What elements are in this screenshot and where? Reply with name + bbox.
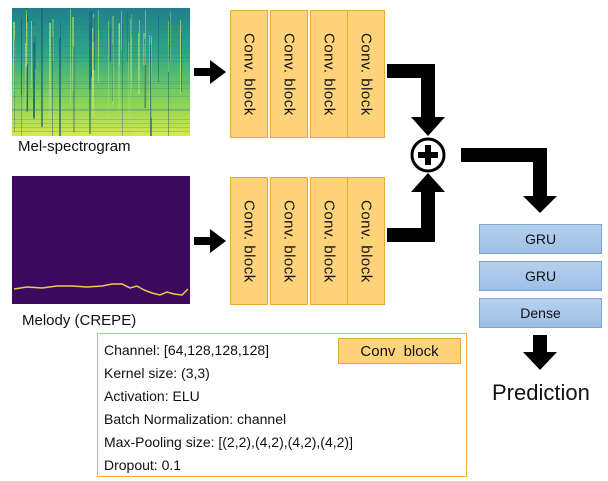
dense-layer: Dense [479,298,602,328]
config-box-title: Conv block [338,338,461,364]
arrow-merge-to-head [461,148,557,213]
conv-block-bottom-1: Conv. block [230,177,268,305]
conv-block-bottom-2: Conv. block [270,177,308,305]
config-line-channel: Channel: [64,128,128,128] [104,342,270,358]
conv-block-top-2: Conv. block [270,10,308,138]
melody-crepe-image [12,176,190,304]
prediction-label: Prediction [492,380,590,405]
arrow-spectrogram-to-conv [194,60,226,84]
conv-block-bottom-4: Conv. block [347,177,385,305]
gru-layer-2: GRU [479,261,602,291]
mel-spectrogram-image [12,8,190,136]
config-line-dropout: Dropout: 0.1 [104,457,182,473]
conv-block-top-1: Conv. block [230,10,268,138]
config-line-activation: Activation: ELU [104,388,200,404]
arrow-top-branch-to-merge [387,64,445,136]
conv-block-top-4: Conv. block [347,10,385,138]
conv-block-config-box: Conv block Channel: [64,128,128,128] Ker… [97,333,467,477]
arrow-head-to-prediction [523,335,557,370]
add-circle-icon [410,137,446,173]
arrow-melody-to-conv [194,229,226,253]
melody-caption: Melody (CREPE) [22,312,137,329]
gru-layer-1: GRU [479,224,602,254]
spectrogram-caption: Mel-spectrogram [18,138,131,155]
conv-block-top-3: Conv. block [310,10,348,138]
config-line-maxpool: Max-Pooling size: [(2,2),(4,2),(4,2),(4,… [104,434,353,450]
config-line-batchnorm: Batch Normalization: channel [104,411,287,427]
config-line-kernel: Kernel size: (3,3) [104,365,210,381]
arrow-bottom-branch-to-merge [387,173,445,242]
